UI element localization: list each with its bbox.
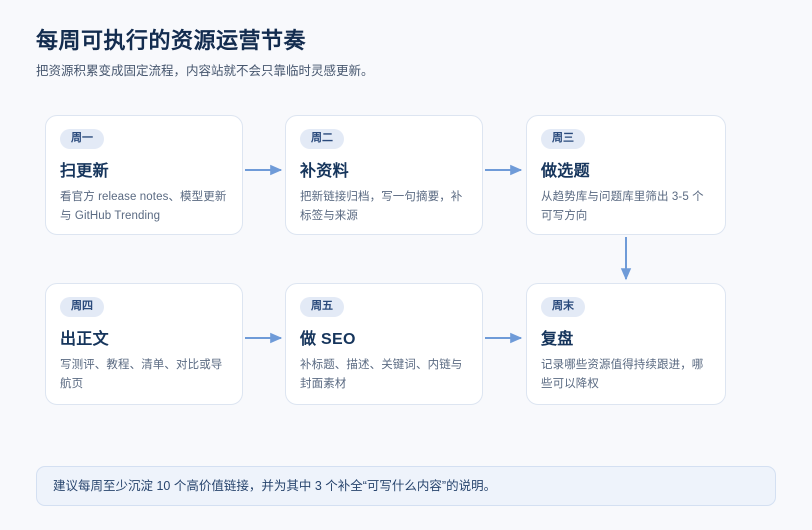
- card-title-weekend: 复盘: [541, 330, 574, 348]
- footer-note-text: 建议每周至少沉淀 10 个高价值链接，并为其中 3 个补全“可写什么内容”的说明…: [53, 478, 497, 493]
- day-badge-tuesday: 周二: [300, 129, 344, 149]
- card-desc-friday: 补标题、描述、关键词、内链与封面素材: [300, 359, 463, 391]
- day-badge-monday: 周一: [60, 129, 104, 149]
- day-badge-weekend: 周末: [541, 297, 585, 317]
- card-desc-weekend: 记录哪些资源值得持续跟进，哪些可以降权: [541, 359, 704, 391]
- card-title-wednesday: 做选题: [541, 162, 590, 180]
- day-badge-wednesday: 周三: [541, 129, 585, 149]
- header: 每周可执行的资源运营节奏 把资源积累变成固定流程，内容站就不会只靠临时灵感更新。: [36, 26, 776, 80]
- card-desc-thursday: 写测评、教程、清单、对比或导航页: [60, 359, 223, 391]
- flow-card-thursday[interactable]: 周四 出正文 写测评、教程、清单、对比或导航页: [45, 283, 243, 405]
- card-desc-tuesday: 把新链接归档，写一句摘要，补标签与来源: [300, 191, 463, 223]
- card-title-tuesday: 补资料: [300, 162, 349, 180]
- flow-card-monday[interactable]: 周一 扫更新 看官方 release notes、模型更新与 GitHub Tr…: [45, 115, 243, 235]
- card-desc-monday: 看官方 release notes、模型更新与 GitHub Trending: [60, 191, 227, 223]
- card-title-thursday: 出正文: [60, 330, 109, 348]
- card-title-monday: 扫更新: [60, 162, 109, 180]
- day-badge-thursday: 周四: [60, 297, 104, 317]
- day-badge-friday: 周五: [300, 297, 344, 317]
- page-title: 每周可执行的资源运营节奏: [36, 28, 307, 53]
- flow-card-friday[interactable]: 周五 做 SEO 补标题、描述、关键词、内链与封面素材: [285, 283, 483, 405]
- page-subtitle: 把资源积累变成固定流程，内容站就不会只靠临时灵感更新。: [36, 63, 374, 78]
- card-desc-wednesday: 从趋势库与问题库里筛出 3-5 个可写方向: [541, 191, 704, 223]
- card-title-friday: 做 SEO: [300, 330, 356, 348]
- flow-card-wednesday[interactable]: 周三 做选题 从趋势库与问题库里筛出 3-5 个可写方向: [526, 115, 726, 235]
- flow-card-tuesday[interactable]: 周二 补资料 把新链接归档，写一句摘要，补标签与来源: [285, 115, 483, 235]
- flow-card-weekend[interactable]: 周末 复盘 记录哪些资源值得持续跟进，哪些可以降权: [526, 283, 726, 405]
- footer-note: 建议每周至少沉淀 10 个高价值链接，并为其中 3 个补全“可写什么内容”的说明…: [36, 466, 776, 506]
